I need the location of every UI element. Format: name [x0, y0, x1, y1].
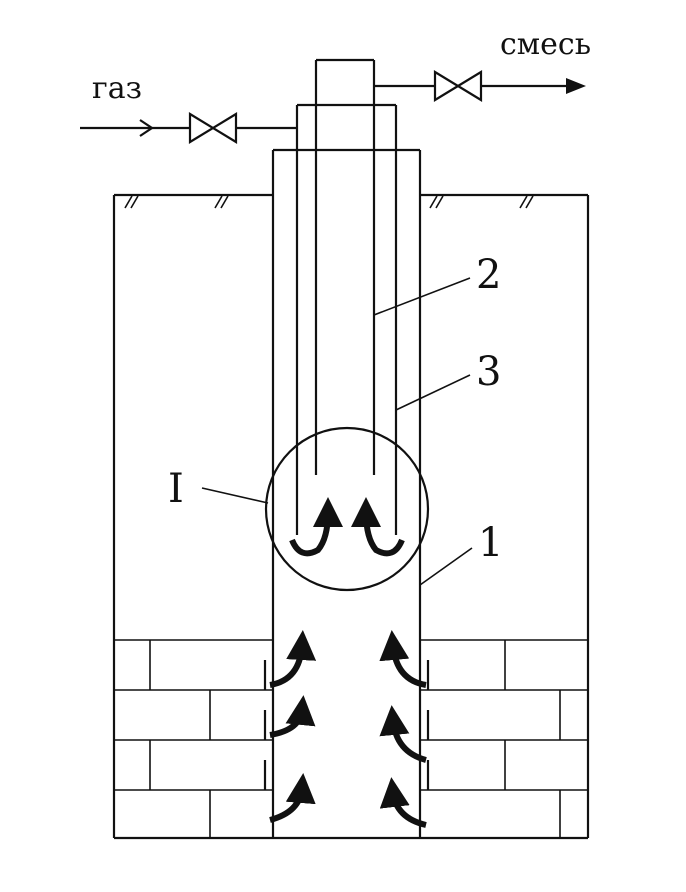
callout-2: 2 [476, 252, 501, 298]
mixture-outlet-line [374, 78, 586, 94]
middle-tube-3 [295, 103, 398, 535]
brick-wall-left [114, 639, 273, 838]
ground-hatch [124, 195, 534, 209]
inner-tube-2 [314, 58, 376, 475]
perforations [263, 660, 430, 790]
formation-outline [112, 193, 590, 840]
leader-lines [201, 277, 473, 586]
callout-1: 1 [478, 520, 503, 566]
callout-3: 3 [476, 349, 501, 395]
detail-label-I: I [168, 466, 184, 512]
mixture-outlet-label: смесь [500, 27, 591, 62]
gas-inlet-label: газ [92, 71, 142, 106]
gas-inlet-line [80, 119, 297, 137]
brick-wall-right [420, 639, 588, 838]
mixture-outlet-valve-icon [433, 70, 483, 102]
flow-arrows-detail [289, 497, 405, 557]
detail-circle-I [264, 426, 430, 592]
gas-inlet-valve-icon [188, 112, 238, 144]
influx-arrows [269, 630, 427, 828]
